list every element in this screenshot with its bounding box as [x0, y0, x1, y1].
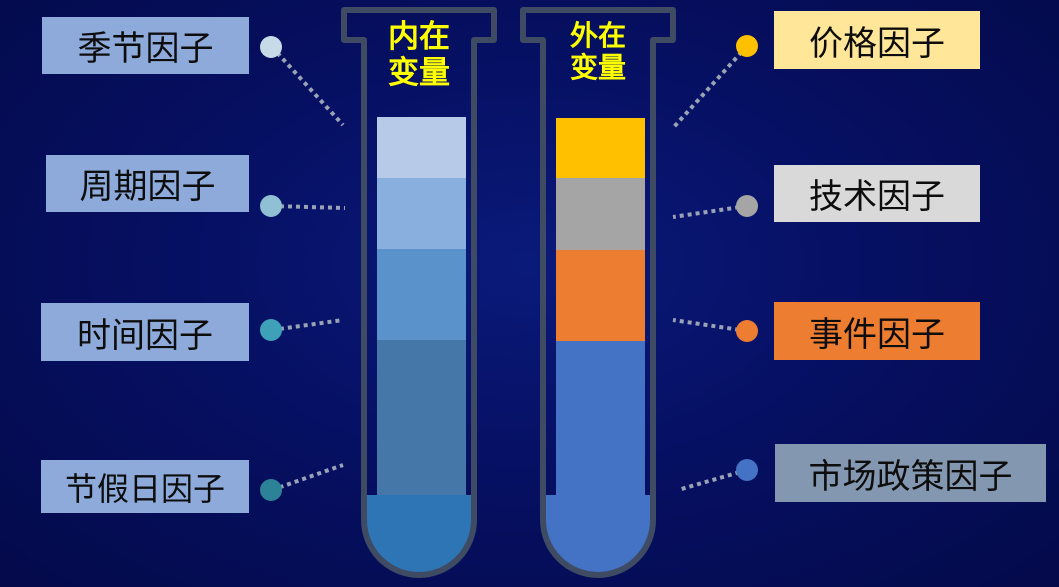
external-tube-bottom	[543, 495, 653, 575]
dot-left-3	[260, 479, 282, 501]
internal-segment-3	[377, 340, 466, 495]
external-title-line1: 外在	[569, 19, 626, 52]
internal-title-line2: 变量	[388, 54, 450, 91]
connector-left-1	[271, 204, 346, 210]
left-factor-label-0: 季节因子	[42, 17, 249, 74]
connector-left-3	[271, 463, 344, 492]
right-factor-label-2: 事件因子	[774, 302, 980, 360]
dot-right-2	[736, 320, 758, 342]
external-segment-2	[556, 250, 645, 341]
left-factor-label-2: 时间因子	[41, 303, 249, 361]
internal-segment-0	[377, 117, 466, 178]
right-factor-label-3: 市场政策因子	[775, 444, 1046, 502]
dot-left-0	[260, 36, 282, 58]
connector-right-3	[677, 468, 748, 492]
external-segment-1	[556, 178, 645, 250]
connector-right-0	[671, 44, 749, 130]
dot-right-0	[736, 35, 758, 57]
internal-tube-outline	[341, 7, 497, 578]
external-segment-0	[556, 118, 645, 178]
factor-dots	[260, 35, 758, 501]
connector-right-2	[672, 318, 748, 333]
external-title-line2: 变量	[569, 51, 626, 85]
dot-left-1	[260, 195, 282, 217]
dot-right-1	[736, 195, 758, 217]
external-tube-title: 外在 变量	[543, 19, 653, 85]
connector-left-0	[270, 45, 345, 127]
dot-right-3	[736, 459, 758, 481]
connector-group	[270, 44, 749, 492]
internal-segment-1	[377, 178, 466, 249]
external-segment-3	[556, 341, 645, 495]
internal-title-line1: 内在	[388, 19, 450, 55]
internal-tube-bottom	[364, 495, 474, 575]
internal-variable-tube	[341, 7, 497, 578]
left-factor-label-1: 周期因子	[46, 155, 249, 212]
connector-left-2	[271, 318, 344, 332]
dot-left-2	[260, 319, 282, 341]
internal-tube-title: 内在 变量	[364, 19, 474, 91]
left-factor-label-3: 节假日因子	[41, 460, 249, 513]
right-factor-label-1: 技术因子	[774, 165, 980, 222]
right-factor-label-0: 价格因子	[774, 11, 980, 69]
connector-right-1	[672, 204, 748, 219]
external-tube-outline	[520, 7, 676, 578]
external-variable-tube	[520, 7, 676, 578]
internal-segment-2	[377, 249, 466, 340]
